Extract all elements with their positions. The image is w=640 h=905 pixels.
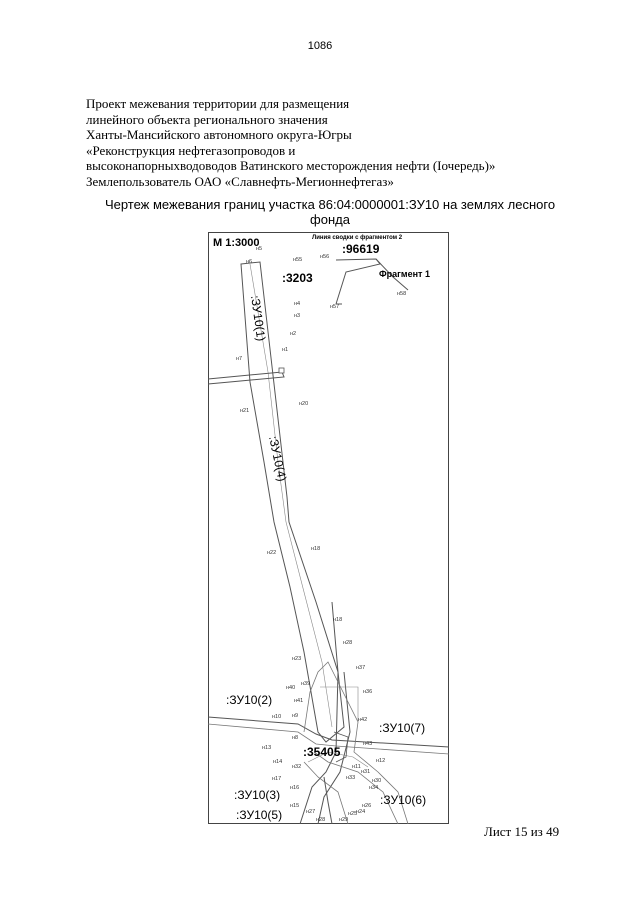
zone-label: :ЗУ10(6) [380,793,426,807]
point-label: н22 [267,550,276,556]
crossing-strip [208,371,285,385]
zone-label: :ЗУ10(1) [248,294,268,342]
point-label: н16 [290,785,299,791]
point-label: н24 [356,809,365,815]
point-label: н31 [361,769,370,775]
point-label: н34 [369,785,378,791]
point-label: н21 [240,408,249,414]
drawing-title-line: Чертеж межевания границ участка 86:04:00… [104,197,556,212]
parcel-corridor [240,261,345,743]
header-line: линейного объекта регионального значения [86,111,328,127]
document-header: Проект межевания территории для размещен… [86,96,586,189]
parcel-number: :35405 [303,745,341,759]
parcel-96619-boundary [335,258,381,305]
point-label: н14 [273,759,282,765]
survey-drawing-svg: М 1:3000 Линия сводки с фрагментом 2 :96… [208,232,449,824]
point-label: н8 [292,735,298,741]
boundary-marker [278,367,285,374]
point-label: н40 [286,685,295,691]
corridor-axis [249,263,333,728]
point-label: н12 [376,758,385,764]
boundary-line [303,761,349,824]
point-label: н11 [352,764,361,770]
zone-label: :ЗУ10(5) [236,808,282,822]
point-labels: н5 н6 н56 н55 н57 н58 н4 н3 н2 н1 н7 н21… [236,246,406,823]
boundary-line [303,661,409,824]
boundary-line [320,686,359,722]
zone-label: :ЗУ10(3) [234,788,280,802]
header-line: высоконапорныхводоводов Ватинского место… [86,158,496,173]
point-label: н25 [348,811,357,817]
point-label: н23 [292,656,301,662]
boundary-line [208,716,449,748]
point-label: н4 [294,301,300,307]
point-label: н17 [272,776,281,782]
point-label: н18 [333,617,342,623]
point-label: н13 [262,745,271,751]
drawing-title: Чертеж межевания границ участка 86:04:00… [80,197,580,227]
point-label: н3 [294,313,300,319]
point-label: н39 [301,681,310,687]
point-label: н18 [311,546,320,552]
point-label: н56 [320,254,329,260]
point-label: н55 [293,257,302,263]
survey-drawing: М 1:3000 Линия сводки с фрагментом 2 :96… [208,232,449,824]
parcel-number: :3203 [282,271,313,285]
point-label: н42 [358,717,367,723]
point-label: н5 [256,246,262,252]
header-line: «Реконструкция нефтегазопроводов и [86,142,296,158]
boundary-line [208,723,449,755]
boundary-line [317,671,351,824]
boundary-line [313,751,399,824]
header-line: Землепользователь ОАО «Славнефть-Мегионн… [86,173,394,189]
point-label: н10 [272,714,281,720]
boundary-line [307,751,369,768]
page-number: 1086 [307,40,333,52]
point-label: н30 [372,778,381,784]
point-label: н2 [290,331,296,337]
point-label: н15 [290,803,299,809]
point-label: н32 [292,764,301,770]
point-label: н58 [397,291,406,297]
match-line-note: Линия сводки с фрагментом 2 [312,234,403,241]
point-label: н26 [362,803,371,809]
parcel-96619-boundary [375,258,409,291]
point-label: н37 [356,665,365,671]
point-label: н36 [363,689,372,695]
point-label: н28 [343,640,352,646]
point-label: н7 [236,356,242,362]
drawing-title-line: фонда [310,212,350,227]
header-line: Проект межевания территории для размещен… [86,96,350,111]
point-label: н41 [294,698,303,704]
point-label: н33 [346,775,355,781]
boundary-line [333,731,349,763]
point-label: н6 [246,259,252,265]
boundary-line [323,776,333,824]
header-line: Ханты-Мансийского автономного округа-Югр… [86,127,352,142]
point-label: н28 [316,817,325,823]
point-label: н43 [363,741,372,747]
scale-label: М 1:3000 [213,237,259,249]
point-label: н9 [292,713,298,719]
boundary-line [299,601,339,824]
point-label: н20 [299,401,308,407]
fragment-label: Фрагмент 1 [379,269,430,279]
sheet-number: Лист 15 из 49 [484,824,560,839]
parcel-number: :96619 [342,242,380,256]
point-label: н29 [339,817,348,823]
point-label: н27 [306,809,315,815]
point-label: н57 [330,304,339,310]
zone-label: :ЗУ10(2) [226,693,272,707]
zone-label: :ЗУ10(7) [379,721,425,735]
point-label: н1 [282,347,288,353]
